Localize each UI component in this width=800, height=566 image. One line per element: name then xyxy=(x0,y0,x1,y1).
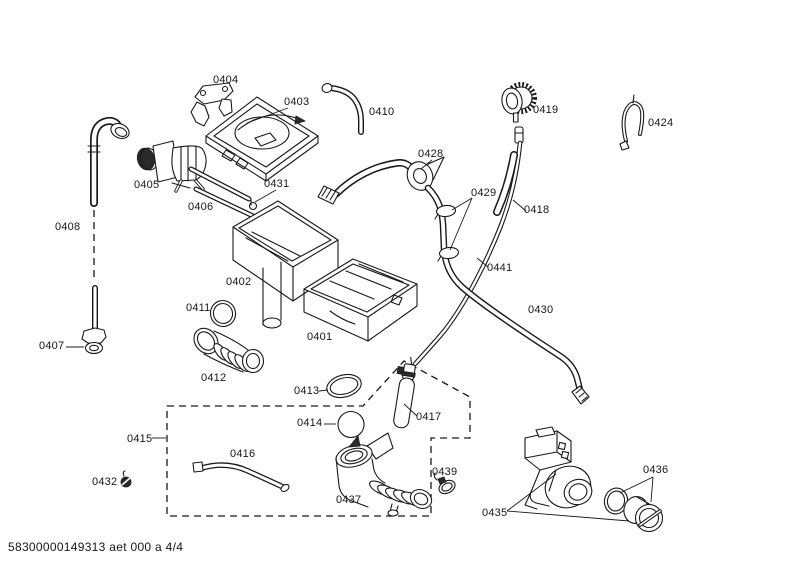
part-label-0404: 0404 xyxy=(213,74,239,86)
part-label-0410: 0410 xyxy=(369,106,395,118)
part-label-0430: 0430 xyxy=(528,304,554,316)
part-label-0413: 0413 xyxy=(294,385,320,397)
part-label-0419: 0419 xyxy=(533,104,559,116)
part-label-0435: 0435 xyxy=(482,507,508,519)
part-label-0414: 0414 xyxy=(297,417,323,429)
part-0429-clamps-drawing xyxy=(434,204,460,262)
part-0405-drawing xyxy=(136,140,207,193)
part-label-0441: 0441 xyxy=(487,262,513,274)
part-label-0403: 0403 xyxy=(284,96,310,108)
part-label-0418: 0418 xyxy=(524,204,550,216)
part-0412-drawing xyxy=(193,327,265,374)
part-label-0432: 0432 xyxy=(92,476,118,488)
part-0417-drawing xyxy=(393,356,416,429)
part-label-0412: 0412 xyxy=(201,372,227,384)
part-0437-drawing xyxy=(335,432,433,517)
part-0441-drawing xyxy=(412,126,524,367)
part-0419-drawing xyxy=(501,82,537,123)
part-0431-drawing xyxy=(248,199,258,211)
part-label-0406: 0406 xyxy=(188,201,214,213)
part-0410-drawing xyxy=(321,82,364,135)
part-0430-drawing xyxy=(424,184,590,405)
part-0416-drawing xyxy=(192,461,290,493)
part-label-0431: 0431 xyxy=(264,178,290,190)
part-0436-cap-drawing xyxy=(623,496,664,533)
part-0432-drawing xyxy=(120,470,132,488)
part-0413-drawing xyxy=(326,373,362,399)
part-label-0437: 0437 xyxy=(336,494,362,506)
part-label-0429: 0429 xyxy=(471,187,497,199)
leader-lines xyxy=(66,107,654,522)
document-number: 58300000149313 aet 000 a 4/4 xyxy=(8,540,184,554)
part-0401-drawing xyxy=(303,258,418,342)
part-0406-drawing xyxy=(188,166,256,219)
part-label-0408: 0408 xyxy=(55,221,81,233)
part-label-0416: 0416 xyxy=(230,448,256,460)
part-label-0407: 0407 xyxy=(39,340,65,352)
part-label-0405: 0405 xyxy=(134,179,160,191)
part-0439-drawing xyxy=(433,472,456,495)
part-0411-drawing xyxy=(209,299,237,328)
part-label-0417: 0417 xyxy=(416,411,442,423)
assembly-0415-dashed-boundary xyxy=(166,360,471,517)
part-0424-drawing xyxy=(619,94,645,151)
part-0404-drawing xyxy=(190,82,234,127)
part-label-0428: 0428 xyxy=(418,148,444,160)
part-label-0411: 0411 xyxy=(186,302,211,314)
part-0428-drawing xyxy=(317,156,445,205)
part-0407-drawing xyxy=(81,285,107,355)
part-0414-drawing xyxy=(337,410,365,439)
part-0402-drawing xyxy=(232,200,339,329)
part-label-0439: 0439 xyxy=(432,466,458,478)
part-0403-drawing xyxy=(205,96,319,182)
part-0435-drawing xyxy=(524,426,593,510)
part-label-0424: 0424 xyxy=(648,117,674,129)
part-label-0415: 0415 xyxy=(127,433,153,445)
part-label-0436: 0436 xyxy=(643,464,669,476)
part-label-0401: 0401 xyxy=(307,331,333,343)
part-0408-drawing xyxy=(87,116,130,207)
part-label-0402: 0402 xyxy=(226,276,252,288)
